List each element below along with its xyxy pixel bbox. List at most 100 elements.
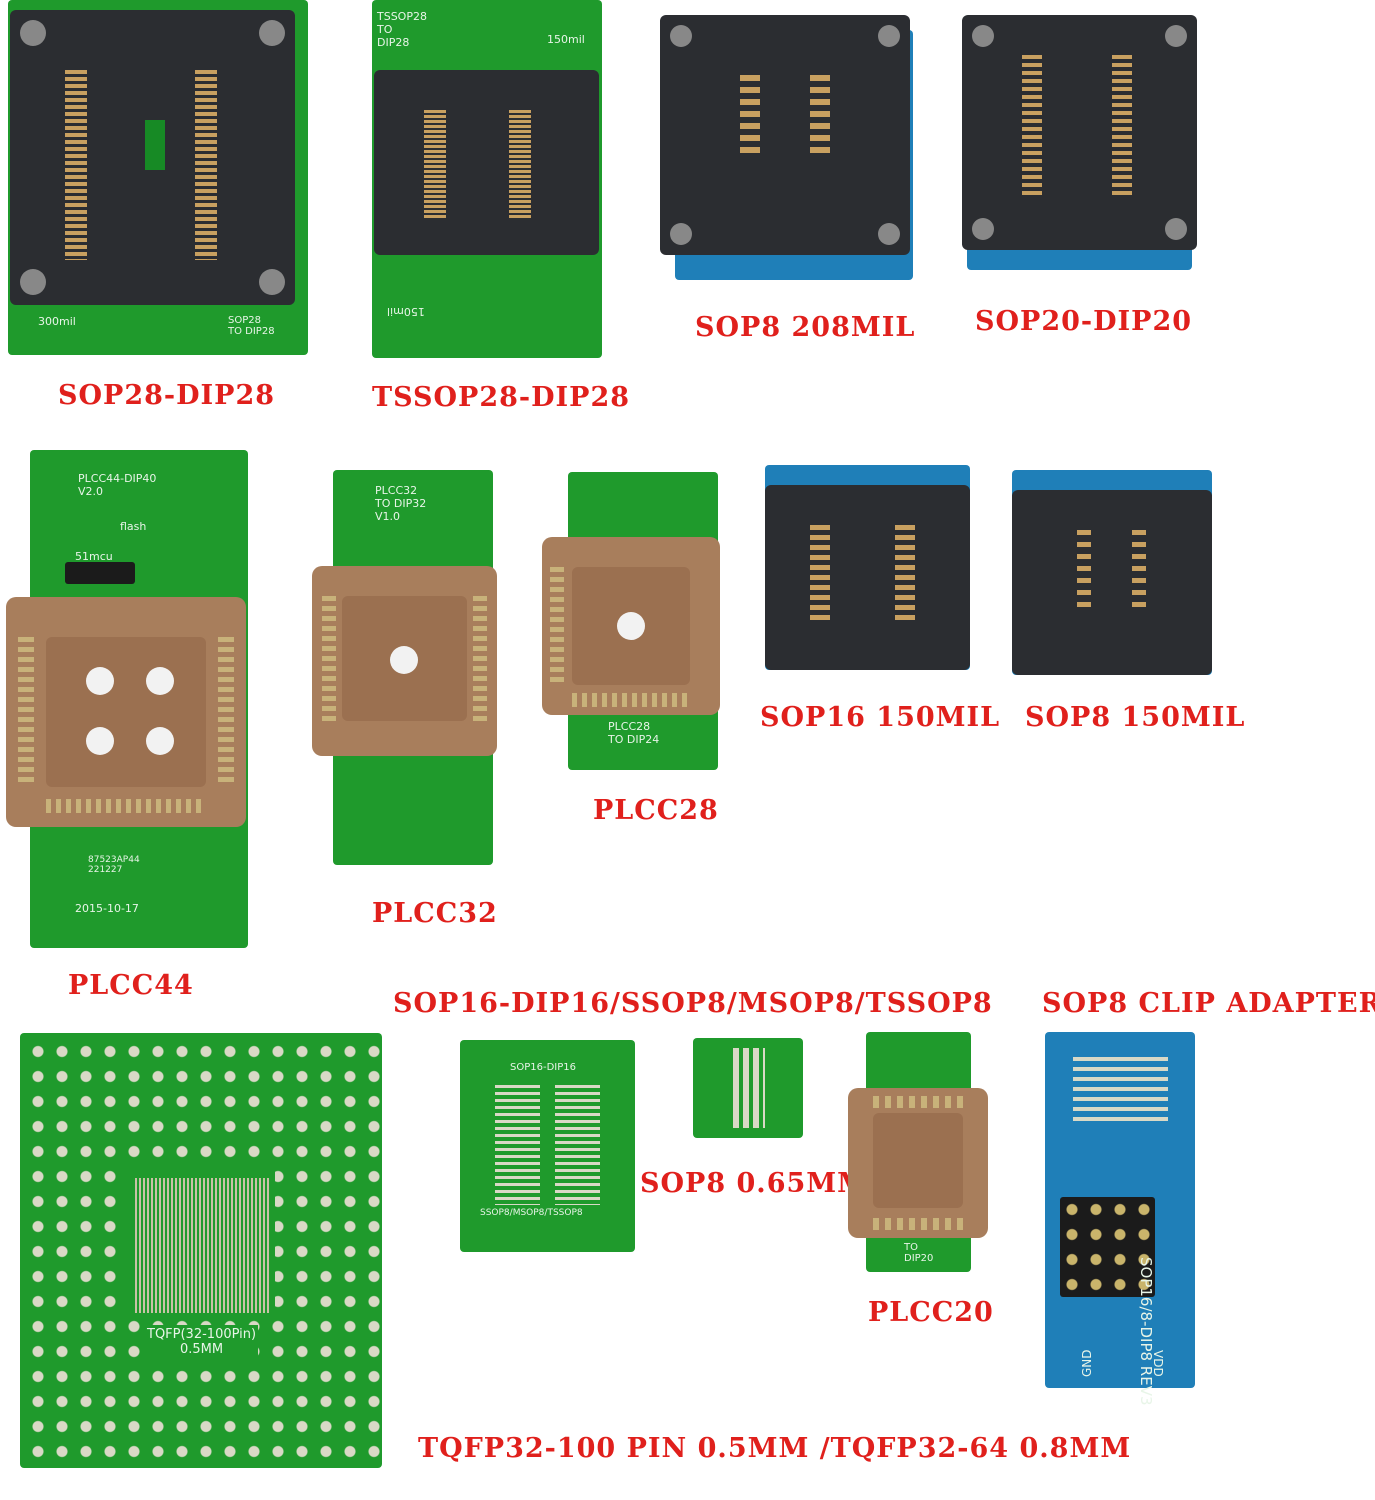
label-sop8-065mm: SOP8 0.65MM bbox=[640, 1168, 869, 1199]
plcc-cavity bbox=[46, 637, 206, 787]
label-plcc20: PLCC20 bbox=[868, 1297, 994, 1328]
plcc-cavity bbox=[873, 1113, 963, 1208]
silk-text: SOP28 TO DIP28 bbox=[228, 315, 275, 337]
label-sop8-208mil: SOP8 208MIL bbox=[695, 312, 916, 343]
plcc28-socket bbox=[542, 537, 720, 715]
socket-hole bbox=[146, 667, 174, 695]
silk-text: 150mil bbox=[387, 305, 425, 318]
sop20-dip20-adapter bbox=[962, 15, 1197, 270]
sop8-208mil-adapter bbox=[660, 15, 913, 280]
socket-hole bbox=[20, 20, 46, 46]
plcc-cavity bbox=[342, 596, 467, 721]
plcc44-socket bbox=[6, 597, 246, 827]
pad-array bbox=[1073, 1057, 1168, 1127]
label-plcc44: PLCC44 bbox=[68, 970, 194, 1001]
label-sop8-150mil: SOP8 150MIL bbox=[1025, 702, 1246, 733]
socket-hole bbox=[972, 218, 994, 240]
silk-text: 51mcu bbox=[75, 550, 113, 563]
pin-array bbox=[1077, 530, 1091, 610]
pin-array bbox=[810, 525, 830, 625]
socket-hole bbox=[86, 727, 114, 755]
silk-text: 150mil bbox=[547, 33, 585, 46]
pin-array bbox=[1112, 55, 1132, 195]
socket-hole bbox=[146, 727, 174, 755]
tqfp-adapter: TQFP(32-100Pin) 0.5MM bbox=[20, 1033, 382, 1468]
silk-text: TQFP(32-100Pin) 0.5MM bbox=[145, 1325, 259, 1359]
silk-text: 87523AP44 221227 bbox=[88, 855, 140, 875]
label-sop16-dip16-multi: SOP16-DIP16/SSOP8/MSOP8/TSSOP8 bbox=[393, 988, 993, 1019]
socket-hole bbox=[390, 646, 418, 674]
silk-text: PLCC28 TO DIP24 bbox=[608, 720, 660, 746]
silk-text: TO DIP20 bbox=[904, 1242, 934, 1264]
sop16-dip16-adapter: SOP16-DIP16 SSOP8/MSOP8/TSSOP8 bbox=[460, 1040, 635, 1252]
pin-array bbox=[810, 75, 830, 155]
label-plcc32: PLCC32 bbox=[372, 898, 498, 929]
sop28-dip28-adapter: 300mil SOP28 TO DIP28 bbox=[8, 0, 308, 355]
pin-array bbox=[873, 1218, 963, 1230]
sop8-clip-adapter: SOP16/8-DIP8 REV3 GND VDD bbox=[1045, 1032, 1195, 1406]
socket-hole bbox=[259, 20, 285, 46]
silk-text: GND bbox=[1080, 1349, 1094, 1377]
plcc32-socket bbox=[312, 566, 497, 756]
label-sop8-clip-adapter: SOP8 CLIP ADAPTER bbox=[1042, 988, 1375, 1019]
pin-array bbox=[572, 693, 690, 707]
pin-array bbox=[46, 799, 206, 813]
pin-array bbox=[509, 110, 531, 220]
pin-array bbox=[218, 637, 234, 787]
tqfp-pad-square bbox=[135, 1178, 270, 1313]
silk-text: SSOP8/MSOP8/TSSOP8 bbox=[480, 1208, 583, 1218]
sop16-150mil-adapter bbox=[765, 465, 970, 670]
socket-hole bbox=[1165, 25, 1187, 47]
pin-array bbox=[322, 596, 336, 721]
silk-text: 2015-10-17 bbox=[75, 902, 139, 915]
pcb-window bbox=[145, 120, 165, 170]
pin-array bbox=[1022, 55, 1042, 195]
pad-array bbox=[555, 1085, 600, 1205]
pin-array bbox=[18, 637, 34, 787]
pin-array bbox=[424, 110, 446, 220]
pad-array bbox=[495, 1085, 540, 1205]
plcc20-socket bbox=[848, 1088, 988, 1238]
pin-array bbox=[195, 70, 217, 260]
pin-array bbox=[1132, 530, 1146, 610]
tssop28-socket bbox=[374, 70, 599, 255]
pin-array bbox=[65, 70, 87, 260]
socket-hole bbox=[878, 25, 900, 47]
jumper-header bbox=[65, 562, 135, 584]
label-sop28-dip28: SOP28-DIP28 bbox=[58, 380, 276, 411]
socket-hole bbox=[86, 667, 114, 695]
label-sop20-dip20: SOP20-DIP20 bbox=[975, 306, 1193, 337]
socket-hole bbox=[670, 25, 692, 47]
silk-text: TSSOP28 TO DIP28 bbox=[377, 10, 427, 49]
pin-array bbox=[740, 75, 760, 155]
pin-header bbox=[1060, 1197, 1155, 1297]
label-tqfp: TQFP32-100 PIN 0.5MM /TQFP32-64 0.8MM bbox=[418, 1433, 1132, 1464]
sop28-socket bbox=[10, 10, 295, 305]
silk-text: SOP16/8-DIP8 REV3 bbox=[1137, 1257, 1155, 1406]
socket-hole bbox=[20, 269, 46, 295]
silk-text: 300mil bbox=[38, 315, 76, 328]
silk-text: SOP16-DIP16 bbox=[510, 1062, 576, 1073]
socket-hole bbox=[259, 269, 285, 295]
silk-text: PLCC44-DIP40 V2.0 bbox=[78, 472, 157, 498]
pin-array bbox=[473, 596, 487, 721]
plcc-cavity bbox=[572, 567, 690, 685]
silk-text: flash bbox=[120, 520, 147, 533]
socket-hole bbox=[878, 223, 900, 245]
sop8-150-socket bbox=[1012, 490, 1212, 675]
socket-hole bbox=[972, 25, 994, 47]
sop8-208-socket bbox=[660, 15, 910, 255]
socket-hole bbox=[617, 612, 645, 640]
silk-text: PLCC32 TO DIP32 V1.0 bbox=[375, 484, 427, 523]
pin-array bbox=[873, 1096, 963, 1108]
label-tssop28-dip28: TSSOP28-DIP28 bbox=[372, 382, 631, 413]
label-sop16-150mil: SOP16 150MIL bbox=[760, 702, 1001, 733]
sop16-socket bbox=[765, 485, 970, 670]
sop8-065mm-adapter bbox=[693, 1038, 803, 1138]
sop8-150mil-adapter bbox=[1012, 470, 1212, 675]
socket-hole bbox=[670, 223, 692, 245]
pad-array bbox=[733, 1048, 765, 1128]
tssop28-dip28-adapter: TSSOP28 TO DIP28 150mil 150mil bbox=[372, 0, 602, 358]
silk-text: VDD bbox=[1151, 1350, 1165, 1377]
label-plcc28: PLCC28 bbox=[593, 795, 719, 826]
